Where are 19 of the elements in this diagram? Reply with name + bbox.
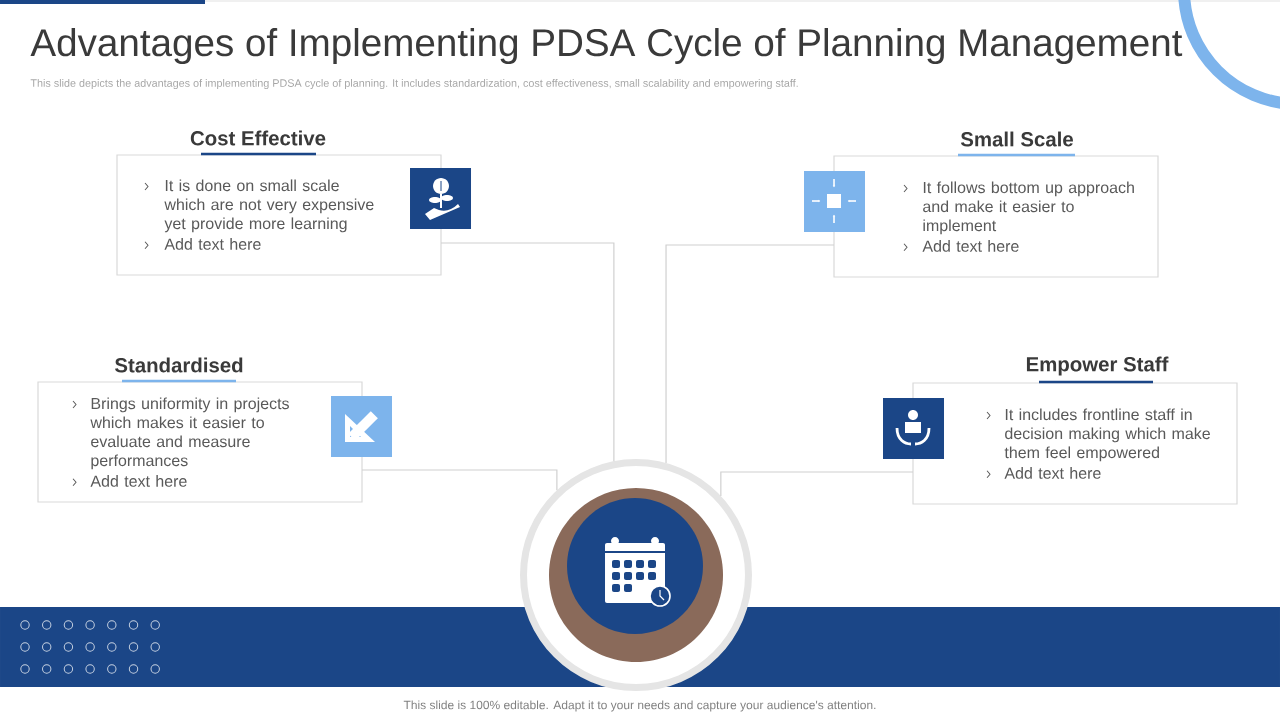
bullet-text: It is done on small scale which are not very expensive yet provide more learning [164,179,374,233]
connector-line [665,244,835,464]
bullet-text: Brings uniformity in projects which makes it easier to evaluate and measure performances [90,397,289,470]
bullet-text: It follows bottom up approach and make it easier to implement [923,181,1134,235]
connector-line [440,242,615,462]
bullet-text: It includes frontline staff in decision making which make them feel empowered [1004,408,1210,462]
subtitle: This slide depicts the advantages of implementing PDSA cycle of planning. It includes standardization, cost effectiveness, small scalability and empowering staff. [30,79,798,90]
bullet-text: Add text here [90,475,187,487]
bullet-text: Add text here [164,238,261,250]
bullet-text: Add text here [922,240,1019,252]
card-heading: Small Scale [960,131,1073,147]
card-heading: Empower Staff [1026,356,1169,376]
card-heading: Cost Effective [190,130,326,146]
card-heading: Standardised [115,357,243,373]
connector-line [361,469,558,491]
bullet-text: Add text here [1004,467,1101,479]
title: Advantages of Implementing PDSA Cycle of Planning Management [30,28,1183,64]
footer-note: This slide is 100% editable. Adapt it to your needs and capture your audience's attention. [403,700,876,712]
connector-line [720,471,914,497]
